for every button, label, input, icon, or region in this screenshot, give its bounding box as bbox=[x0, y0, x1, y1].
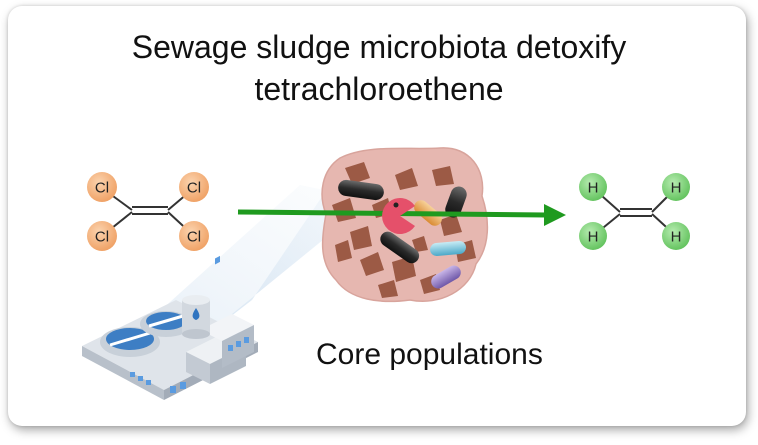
svg-text:H: H bbox=[588, 180, 599, 197]
svg-text:Cl: Cl bbox=[95, 229, 109, 246]
bacterium-rod bbox=[338, 179, 384, 201]
caption-core-populations: Core populations bbox=[316, 338, 543, 371]
dehalogenator-microbe-icon bbox=[382, 198, 415, 234]
hydrogen-atom: H bbox=[662, 173, 690, 201]
svg-text:H: H bbox=[671, 229, 682, 246]
chlorine-atom: Cl bbox=[87, 221, 117, 251]
svg-text:H: H bbox=[588, 229, 599, 246]
title-line-2: tetrachloroethene bbox=[254, 71, 504, 107]
svg-text:H: H bbox=[671, 180, 682, 197]
svg-text:Cl: Cl bbox=[95, 180, 109, 197]
chlorine-atom: Cl bbox=[179, 172, 209, 202]
chlorine-atom: Cl bbox=[87, 172, 117, 202]
svg-text:Cl: Cl bbox=[187, 180, 201, 197]
hydrogen-atom: H bbox=[579, 222, 607, 250]
bacterium-rod bbox=[431, 265, 461, 289]
treatment-plant-icon bbox=[82, 255, 258, 400]
svg-text:Cl: Cl bbox=[187, 229, 201, 246]
hydrogen-atom: H bbox=[579, 173, 607, 201]
tetrachloroethene-molecule: Cl Cl Cl Cl bbox=[87, 172, 209, 251]
title-line-1: Sewage sludge microbiota detoxify bbox=[131, 29, 627, 65]
chlorine-atom: Cl bbox=[179, 221, 209, 251]
hydrogen-atom: H bbox=[662, 222, 690, 250]
bacterium-rod bbox=[430, 240, 466, 257]
bacterium-rod bbox=[445, 186, 467, 218]
bacterium-rod bbox=[380, 231, 420, 264]
ethene-molecule: H H H H bbox=[579, 173, 690, 250]
